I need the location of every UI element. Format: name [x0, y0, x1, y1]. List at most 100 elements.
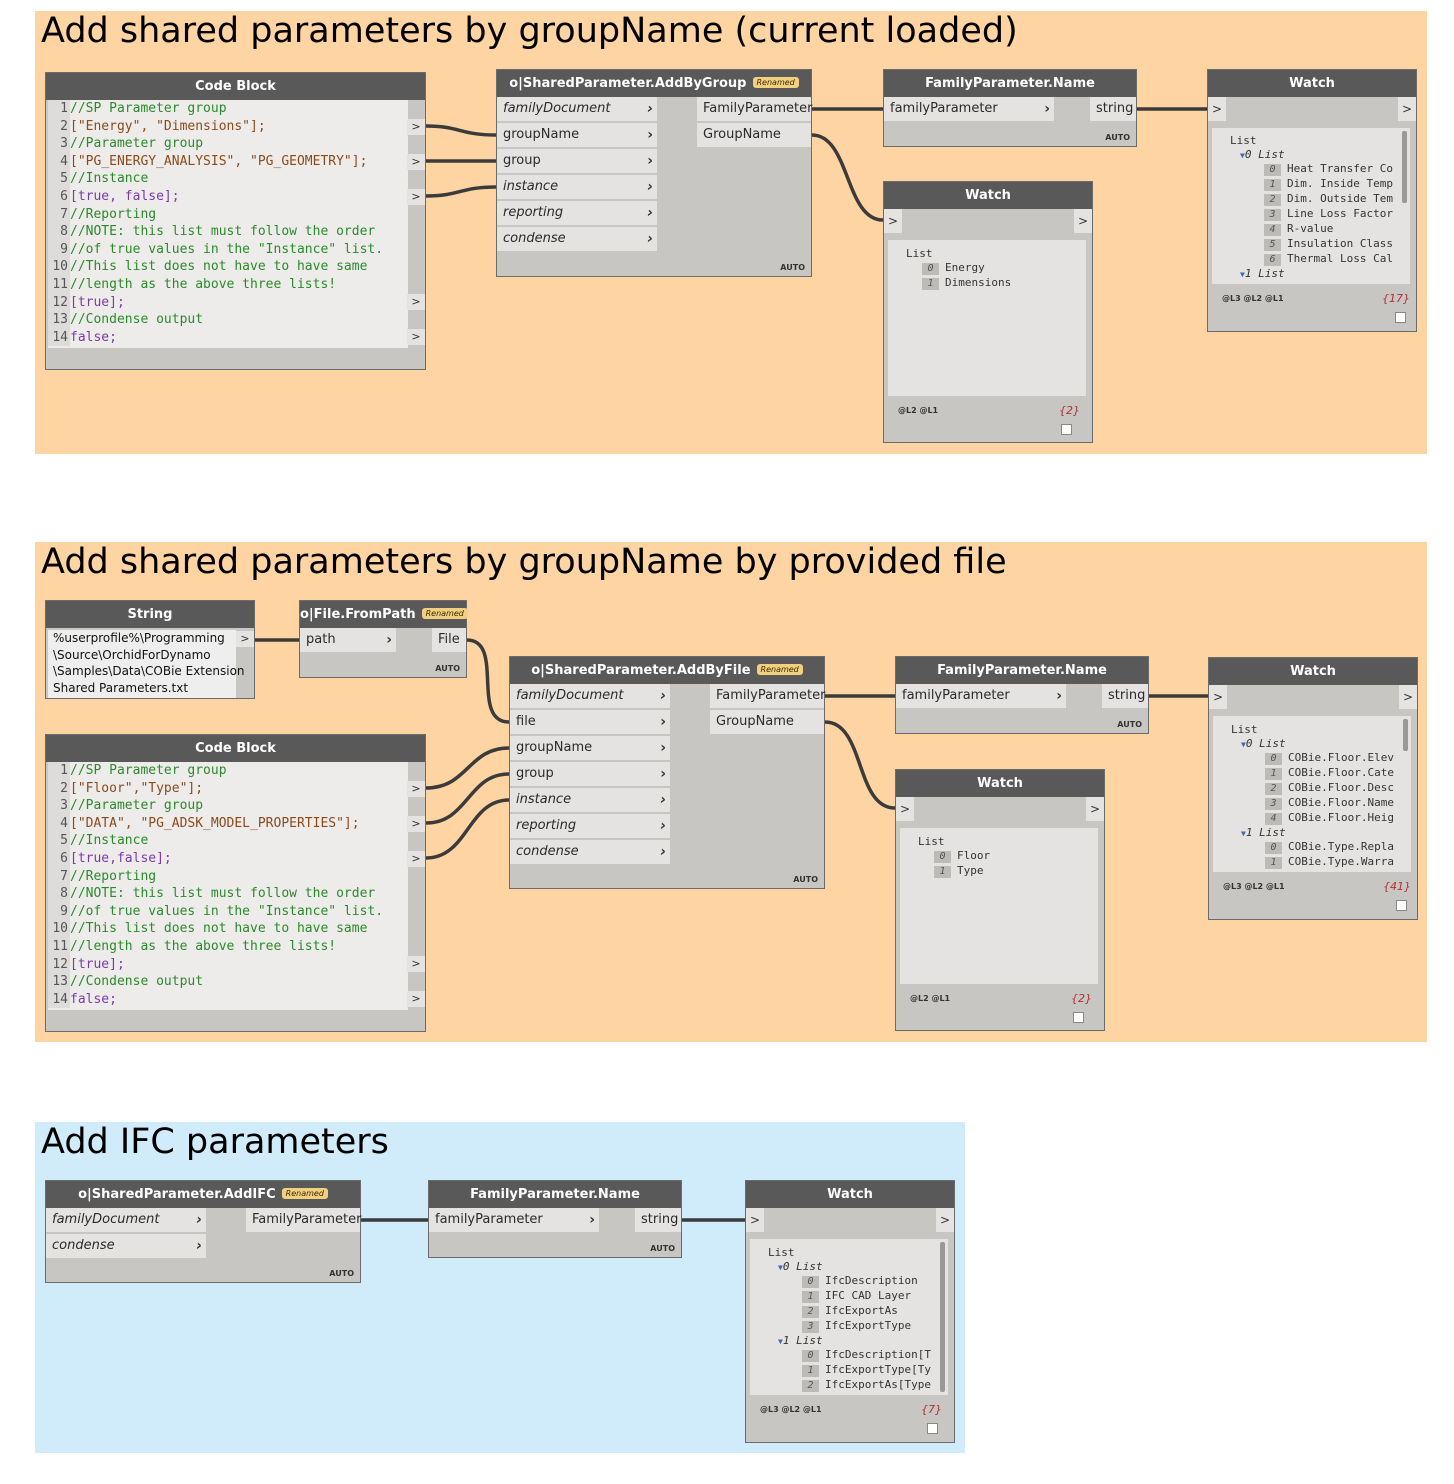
- lacing-label[interactable]: AUTO: [793, 875, 818, 884]
- watch-output-port[interactable]: >: [1086, 797, 1104, 821]
- code-block-node[interactable]: Code Block 1//SP Parameter group 2["Floo…: [45, 734, 426, 1032]
- input-port-condense[interactable]: condense›: [510, 840, 670, 864]
- code-block-node[interactable]: Code Block 1//SP Parameter group 2["Ener…: [45, 72, 426, 370]
- watch-output-port[interactable]: >: [936, 1208, 954, 1232]
- toggle-checkbox[interactable]: [1061, 424, 1072, 435]
- code-editor[interactable]: 1//SP Parameter group 2["Floor","Type"];…: [48, 762, 408, 1010]
- node-title: FamilyParameter.Name: [884, 70, 1136, 97]
- input-port-reporting[interactable]: reporting›: [497, 201, 657, 225]
- node-title: Watch: [1209, 658, 1417, 685]
- output-port[interactable]: >: [407, 294, 425, 310]
- family-parameter-name-node[interactable]: FamilyParameter.Name familyParameter› st…: [883, 69, 1137, 147]
- input-port-familydocument[interactable]: familyDocument›: [46, 1208, 206, 1232]
- output-port-file[interactable]: File: [432, 628, 466, 652]
- output-port-string[interactable]: string: [635, 1208, 681, 1232]
- lacing-label[interactable]: AUTO: [329, 1269, 354, 1278]
- output-port[interactable]: >: [236, 631, 254, 647]
- watch-output-port[interactable]: >: [1398, 97, 1416, 121]
- output-port[interactable]: >: [407, 851, 425, 867]
- watch-input-port[interactable]: >: [1208, 97, 1226, 121]
- input-port-group[interactable]: group›: [510, 762, 670, 786]
- input-port-file[interactable]: file›: [510, 710, 670, 734]
- output-port-string[interactable]: string: [1090, 97, 1136, 121]
- output-port[interactable]: >: [407, 189, 425, 205]
- code-line: 8//NOTE: this list must follow the order: [48, 223, 408, 241]
- lacing-label[interactable]: AUTO: [1105, 133, 1130, 142]
- output-port[interactable]: >: [407, 119, 425, 135]
- scrollbar[interactable]: [1403, 719, 1408, 751]
- lacing-label[interactable]: AUTO: [1117, 720, 1142, 729]
- string-input[interactable]: %userprofile%\Programming \Source\Orchid…: [48, 630, 245, 698]
- input-port-familyparameter[interactable]: familyParameter›: [429, 1208, 599, 1232]
- input-port-reporting[interactable]: reporting›: [510, 814, 670, 838]
- watch-output-port[interactable]: >: [1399, 685, 1417, 709]
- output-port-groupname[interactable]: GroupName: [697, 123, 811, 147]
- output-port[interactable]: >: [407, 956, 425, 972]
- watch-output-port[interactable]: >: [1074, 209, 1092, 233]
- toggle-checkbox[interactable]: [1395, 312, 1406, 323]
- watch-input-port[interactable]: >: [746, 1208, 764, 1232]
- lacing-label[interactable]: AUTO: [780, 263, 805, 272]
- output-port-familyparameter[interactable]: FamilyParameter: [710, 684, 825, 708]
- input-port-groupname[interactable]: groupName›: [497, 123, 657, 147]
- group-title: Add shared parameters by groupName (curr…: [41, 11, 1018, 51]
- input-port-familydocument[interactable]: familyDocument›: [510, 684, 670, 708]
- toggle-checkbox[interactable]: [1073, 1012, 1084, 1023]
- output-port-familyparameter[interactable]: FamilyParameter: [246, 1208, 361, 1232]
- code-editor[interactable]: 1//SP Parameter group 2["Energy", "Dimen…: [48, 100, 408, 348]
- list-item: ▼0 List: [1241, 737, 1286, 750]
- toggle-checkbox[interactable]: [927, 1423, 938, 1434]
- watch-input-port[interactable]: >: [884, 209, 902, 233]
- input-port-familyparameter[interactable]: familyParameter›: [884, 97, 1054, 121]
- code-line: 7//Reporting: [48, 867, 408, 886]
- watch-input-port[interactable]: >: [1209, 685, 1227, 709]
- input-port-condense[interactable]: condense›: [497, 227, 657, 251]
- input-port-condense[interactable]: condense›: [46, 1234, 206, 1258]
- watch-input-port[interactable]: >: [896, 797, 914, 821]
- input-port-instance[interactable]: instance›: [510, 788, 670, 812]
- output-port-string[interactable]: string: [1102, 684, 1148, 708]
- input-port-groupname[interactable]: groupName›: [510, 736, 670, 760]
- chevron-right-icon: ›: [660, 740, 666, 756]
- output-port[interactable]: >: [407, 991, 425, 1007]
- input-port-familydocument[interactable]: familyDocument›: [497, 97, 657, 121]
- output-port[interactable]: >: [407, 329, 425, 345]
- toggle-checkbox[interactable]: [1396, 900, 1407, 911]
- lacing-label[interactable]: AUTO: [435, 664, 460, 673]
- output-port-familyparameter[interactable]: FamilyParameter: [697, 97, 812, 121]
- output-port[interactable]: >: [407, 154, 425, 170]
- output-port[interactable]: >: [407, 816, 425, 832]
- item-count: {41}: [1383, 880, 1411, 893]
- string-node[interactable]: String %userprofile%\Programming \Source…: [45, 600, 255, 699]
- input-port-instance[interactable]: instance›: [497, 175, 657, 199]
- input-port-path[interactable]: path›: [300, 628, 396, 652]
- code-line: 11//length as the above three lists!: [48, 937, 408, 956]
- node-title: Watch: [896, 770, 1104, 797]
- output-port-groupname[interactable]: GroupName: [710, 710, 824, 734]
- node-title: Watch: [746, 1181, 954, 1208]
- family-parameter-name-node[interactable]: FamilyParameter.Name familyParameter› st…: [895, 656, 1149, 734]
- input-port-group[interactable]: group›: [497, 149, 657, 173]
- output-port[interactable]: >: [407, 781, 425, 797]
- scrollbar[interactable]: [1402, 131, 1407, 203]
- family-parameter-name-node[interactable]: FamilyParameter.Name familyParameter› st…: [428, 1180, 682, 1258]
- input-port-familyparameter[interactable]: familyParameter›: [896, 684, 1066, 708]
- scrollbar[interactable]: [940, 1242, 945, 1392]
- lacing-label[interactable]: AUTO: [650, 1244, 675, 1253]
